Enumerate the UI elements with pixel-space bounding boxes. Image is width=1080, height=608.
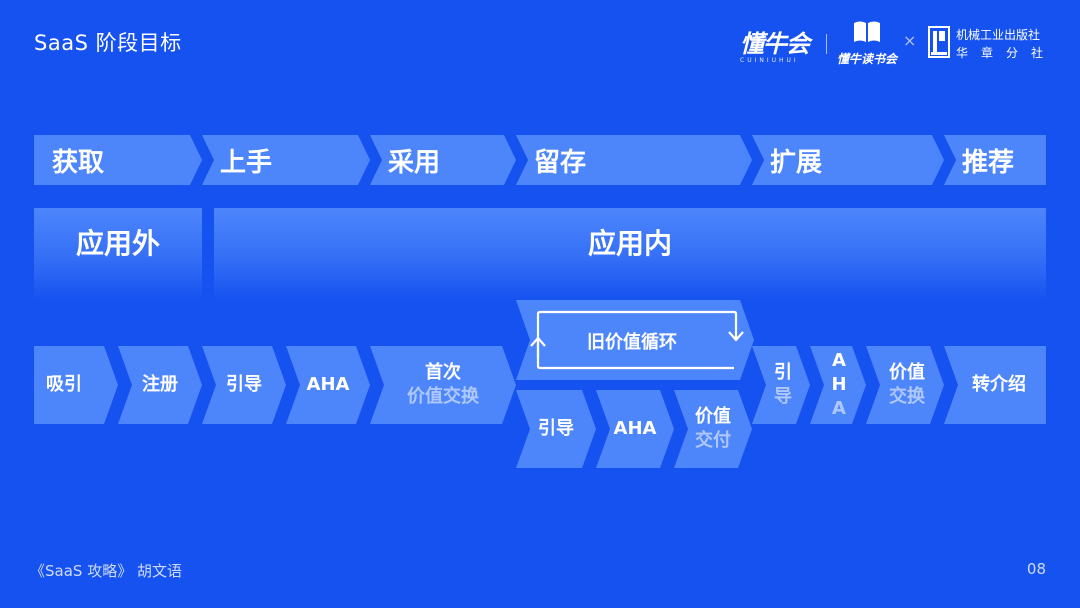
- step-label: 吸引: [46, 374, 82, 395]
- page-number: 08: [1026, 560, 1046, 578]
- step-label: 价值 交换: [885, 361, 925, 409]
- step-guide-2: 引导: [516, 390, 596, 468]
- stage-label: 上手: [220, 147, 273, 178]
- step-label: 转介绍: [972, 374, 1026, 395]
- step-label: 引 导: [770, 361, 792, 409]
- step-value-exchange-2: 价值 交换: [866, 346, 944, 424]
- loop-label: 旧价值循环: [587, 332, 677, 353]
- step-aha-2: AHA: [596, 390, 674, 468]
- open-book-icon: [854, 21, 880, 42]
- stage-label: 留存: [534, 147, 587, 178]
- step-label-line1: A: [832, 350, 846, 371]
- step-label-line1: 首次: [425, 362, 461, 383]
- stage-expansion: 扩展: [752, 135, 944, 185]
- zone-outside-app: 应用外: [34, 208, 202, 300]
- stage-label: 扩展: [770, 147, 823, 178]
- logo-b-text: 懂牛读书会: [836, 52, 897, 66]
- step-guide-3: 引 导: [752, 346, 810, 424]
- reading-club-logo: 懂牛读书会: [832, 20, 902, 66]
- step-label-line1: 引: [774, 362, 792, 383]
- step-value-delivery: 价值 交付: [674, 390, 752, 468]
- step-label-line3: A: [832, 398, 846, 419]
- step-label: 价值 交付: [695, 405, 731, 453]
- stage-label: 获取: [52, 147, 105, 178]
- step-label: 引导: [538, 418, 574, 439]
- publisher-line1: 机械工业出版社: [956, 28, 1041, 42]
- step-label: A H A: [829, 349, 846, 421]
- dongniuhui-logo: 懂牛会 CUINIUHUI: [740, 24, 822, 64]
- step-label: 注册: [142, 374, 178, 395]
- publisher-line2: 华章分社: [956, 46, 1057, 60]
- step-label-line2: 交换: [889, 386, 925, 407]
- step-label-line1: 价值: [889, 362, 925, 383]
- step-label: 引导: [226, 374, 262, 395]
- stage-label: 采用: [388, 147, 441, 178]
- stage-label: 推荐: [962, 147, 1015, 178]
- step-label: 首次 价值交换: [407, 361, 479, 409]
- step-label-line2: 价值交换: [407, 386, 479, 407]
- publisher-mark-icon: [928, 26, 950, 58]
- step-label-line1: 价值: [695, 406, 731, 427]
- stage-adoption: 采用: [370, 135, 516, 185]
- step-label-line2: 交付: [695, 430, 731, 451]
- stage-referral: 推荐: [944, 135, 1046, 185]
- stage-onboarding: 上手: [202, 135, 370, 185]
- zone-inside-app: 应用内: [214, 208, 1046, 300]
- step-first-value-exchange: 首次 价值交换: [370, 346, 516, 424]
- slide-title: SaaS 阶段目标: [34, 31, 182, 55]
- publisher-logo: 机械工业出版社 华章分社: [928, 26, 1048, 62]
- logo-separator: ×: [903, 31, 917, 50]
- logo-a-text: 懂牛会: [740, 30, 810, 58]
- step-label-line2: H: [831, 374, 847, 395]
- step-label: AHA: [613, 418, 657, 439]
- step-referral: 转介绍: [944, 346, 1046, 424]
- logo-a-subtext: CUINIUHUI: [740, 57, 799, 64]
- step-aha: AHA: [286, 346, 370, 424]
- footer-source: 《SaaS 攻略》 胡文语: [30, 562, 182, 580]
- step-label: AHA: [306, 374, 350, 395]
- zone-label: 应用外: [75, 227, 160, 260]
- stage-retention: 留存: [516, 135, 752, 185]
- logo-divider: [826, 34, 827, 54]
- zone-label: 应用内: [587, 227, 672, 260]
- step-aha-3: A H A: [810, 346, 866, 424]
- step-attract: 吸引: [34, 346, 118, 424]
- stage-acquisition: 获取: [34, 135, 202, 185]
- old-value-loop: [516, 300, 754, 380]
- step-guide: 引导: [202, 346, 286, 424]
- step-label-line2: 导: [774, 386, 792, 407]
- step-signup: 注册: [118, 346, 202, 424]
- loop-arrows-icon: [530, 310, 744, 370]
